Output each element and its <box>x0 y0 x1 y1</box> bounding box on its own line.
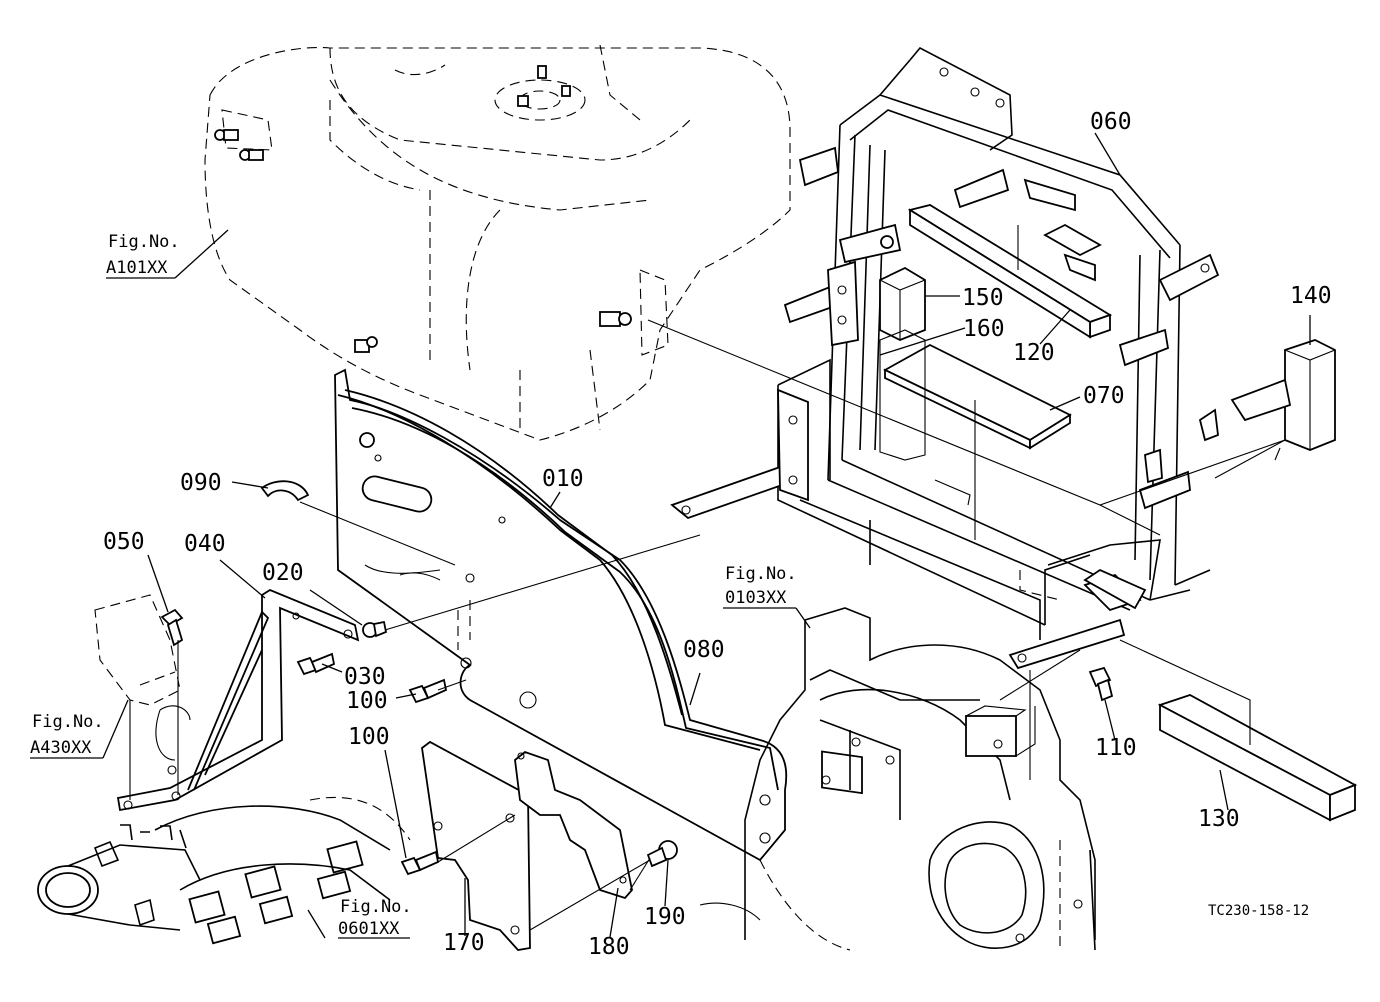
part-label-170: 170 <box>443 930 485 956</box>
clip-090 <box>260 480 310 502</box>
part-labels: 060 150 160 140 120 070 090 010 050 040 … <box>103 109 1332 960</box>
part-label-190: 190 <box>644 904 686 930</box>
assembly-lines <box>129 225 1286 931</box>
part-label-010: 010 <box>542 466 584 492</box>
bolt-030 <box>296 652 336 676</box>
bolt-110 <box>1088 666 1114 702</box>
pad-140 <box>1230 339 1336 451</box>
fig-ref-code: A430XX <box>30 738 92 758</box>
fig-ref-0601xx: Fig.No. 0601XX <box>338 897 412 939</box>
part-label-110: 110 <box>1095 735 1137 761</box>
fig-ref-a430xx: Fig.No. A430XX <box>30 712 104 758</box>
fig-ref-0103xx: Fig.No. 0103XX <box>725 564 797 608</box>
fig-ref-label: Fig.No. <box>725 564 797 584</box>
part-label-090: 090 <box>180 470 222 496</box>
fig-ref-label: Fig.No. <box>32 712 104 732</box>
fig-ref-a101xx: Fig.No. A101XX <box>106 232 180 278</box>
fig-ref-label: Fig.No. <box>108 232 180 252</box>
part-label-030: 030 <box>344 664 386 690</box>
part-label-140: 140 <box>1290 283 1332 309</box>
part-label-100b: 100 <box>348 724 390 750</box>
fig-ref-code: 0601XX <box>338 919 400 939</box>
engine-block <box>699 607 1096 951</box>
part-label-040: 040 <box>184 531 226 557</box>
bolt-020 <box>362 620 388 638</box>
tank-fitting <box>214 65 632 353</box>
part-label-150: 150 <box>962 285 1004 311</box>
fig-ref-code: A101XX <box>106 258 168 278</box>
fig-ref-label: Fig.No. <box>340 897 412 917</box>
plate-180 <box>514 750 633 900</box>
leader-lines <box>30 132 1311 939</box>
exhaust-manifold <box>37 796 411 945</box>
part-label-130: 130 <box>1198 806 1240 832</box>
panel-010 <box>334 368 788 862</box>
bolt-190 <box>646 840 678 868</box>
part-label-050: 050 <box>103 529 145 555</box>
part-label-080: 080 <box>683 637 725 663</box>
cover-050-hidden <box>94 594 191 761</box>
part-label-180: 180 <box>588 934 630 960</box>
fuel-tank-outline <box>204 44 791 441</box>
plate-170 <box>421 740 531 951</box>
bar-130 <box>1157 694 1358 822</box>
part-label-160: 160 <box>963 316 1005 342</box>
fig-ref-code: 0103XX <box>725 588 787 608</box>
bar-120 <box>907 204 1113 339</box>
part-label-120: 120 <box>1013 340 1055 366</box>
drawing-code: TC230-158-12 <box>1208 903 1309 919</box>
bracket-040 <box>116 588 360 812</box>
part-label-020: 020 <box>262 560 304 586</box>
bolt-100b <box>400 850 440 876</box>
part-label-070: 070 <box>1083 383 1125 409</box>
part-label-060: 060 <box>1090 109 1132 135</box>
battery-frame-060 <box>670 46 1220 670</box>
bolt-100a <box>408 678 448 704</box>
pad-160 <box>879 329 926 461</box>
part-label-100a: 100 <box>346 688 388 714</box>
plate-070 <box>883 343 1072 450</box>
bolt-050 <box>160 608 184 647</box>
pad-150 <box>879 266 926 341</box>
